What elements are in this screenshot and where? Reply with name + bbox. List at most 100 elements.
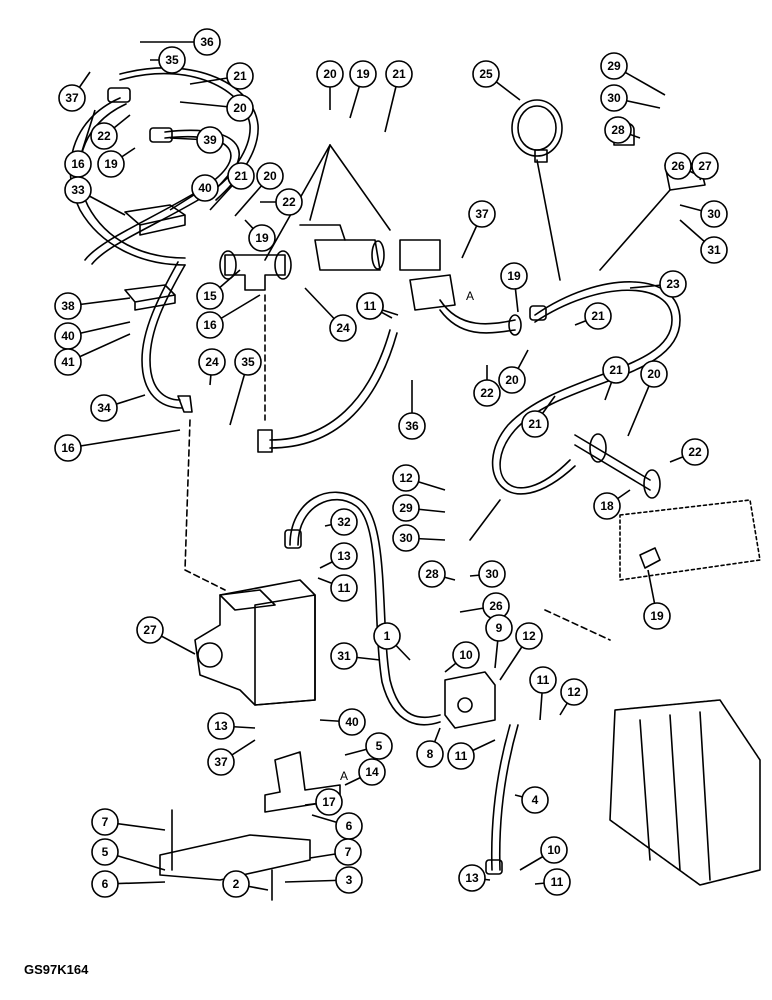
callout-circle: [399, 413, 425, 439]
sensor-32: [640, 548, 660, 568]
callout-circle: [98, 151, 124, 177]
flange-18-left: [590, 434, 606, 462]
callout-circle: [594, 493, 620, 519]
marker-letter-a-upper: A: [466, 289, 474, 303]
callout-number: 9: [496, 621, 503, 635]
flange-15-left: [220, 251, 236, 279]
hose-34: [150, 265, 185, 400]
callout-circle: [336, 867, 362, 893]
callout-circle: [682, 439, 708, 465]
callout-number: 13: [465, 871, 479, 885]
callout-number: 21: [234, 169, 248, 183]
valve-block-1-top: [220, 590, 275, 610]
callout-number: 12: [522, 629, 536, 643]
leader-dashed-3: [545, 610, 610, 640]
callout-circle: [55, 435, 81, 461]
hose-center-b: [270, 333, 397, 448]
callout-number: 19: [104, 157, 118, 171]
callout-circle: [223, 871, 249, 897]
callout-number: 11: [338, 581, 351, 595]
callout-circle: [55, 293, 81, 319]
callout-circle: [137, 617, 163, 643]
callout-circle: [276, 189, 302, 215]
callout-circle: [393, 525, 419, 551]
callout-circle: [192, 175, 218, 201]
callout-circle: [359, 759, 385, 785]
callout-number: 26: [489, 599, 503, 613]
callout-number: 22: [282, 195, 296, 209]
callout-number: 1: [384, 629, 391, 643]
callout-circle: [65, 177, 91, 203]
callout-circle: [227, 63, 253, 89]
callout-number: 8: [427, 747, 434, 761]
hose-34-b: [142, 262, 182, 408]
callout-circle: [366, 733, 392, 759]
callout-number: 32: [337, 515, 351, 529]
callout-number: 41: [61, 355, 75, 369]
callout-number: 25: [479, 67, 493, 81]
callout-circle: [197, 312, 223, 338]
callout-circle: [601, 53, 627, 79]
small-valve-end: [372, 241, 384, 269]
callout-number: 35: [165, 53, 179, 67]
control-valve-bank-detail: [640, 712, 710, 880]
callout-number: 16: [61, 441, 75, 455]
callout-circle: [474, 380, 500, 406]
callout-circle: [316, 789, 342, 815]
callout-number: 11: [364, 299, 377, 313]
hose-10-upper-b: [298, 500, 440, 725]
callout-number: 29: [607, 59, 621, 73]
flange-19-mid: [509, 315, 521, 335]
clamp-band-25-inner: [518, 106, 556, 150]
callout-circle: [585, 303, 611, 329]
callout-number: 18: [600, 499, 614, 513]
callout-number: 15: [203, 289, 217, 303]
callout-circle: [501, 263, 527, 289]
figure-reference-code: GS97K164: [24, 962, 89, 977]
callout-number: 38: [61, 299, 75, 313]
callout-circle: [59, 85, 85, 111]
elbow-center: [258, 430, 272, 452]
callout-number: 21: [392, 67, 406, 81]
callout-circle: [208, 749, 234, 775]
callout-number: 22: [688, 445, 702, 459]
callout-circle: [55, 349, 81, 375]
callout-number: 19: [255, 231, 269, 245]
callout-circle: [228, 163, 254, 189]
callout-circle: [330, 315, 356, 341]
callout-number: 10: [459, 648, 473, 662]
pipe-a-b: [440, 310, 515, 333]
callout-number: 36: [405, 419, 419, 433]
callout-circle: [479, 561, 505, 587]
callout-circle: [701, 237, 727, 263]
callout-circle: [357, 293, 383, 319]
callout-number: 7: [102, 815, 109, 829]
callout-circle: [522, 787, 548, 813]
callout-number: 4: [532, 793, 539, 807]
valve-block-1-front: [255, 595, 315, 705]
callout-number: 11: [537, 673, 550, 687]
callout-number: 30: [707, 207, 721, 221]
callout-circle: [350, 61, 376, 87]
callout-number: 26: [671, 159, 685, 173]
callout-circle: [605, 117, 631, 143]
flange-block-b: [410, 275, 455, 310]
callout-number: 11: [551, 875, 564, 889]
callout-number: 34: [97, 401, 111, 415]
callout-circle: [92, 809, 118, 835]
callout-number: 37: [65, 91, 79, 105]
valve-block-1-port: [198, 643, 222, 667]
callout-number: 24: [336, 321, 350, 335]
pipe-a: [440, 300, 515, 324]
callout-number: 20: [233, 101, 247, 115]
hose-23-b: [493, 290, 672, 494]
callout-circle: [197, 127, 223, 153]
fitting-pipe-10-lower: [486, 860, 502, 874]
callout-circle: [541, 837, 567, 863]
callout-number: 31: [337, 649, 351, 663]
valve-block-1: [195, 580, 315, 705]
callout-circle: [701, 201, 727, 227]
callout-circle: [393, 495, 419, 521]
callout-circle: [459, 865, 485, 891]
